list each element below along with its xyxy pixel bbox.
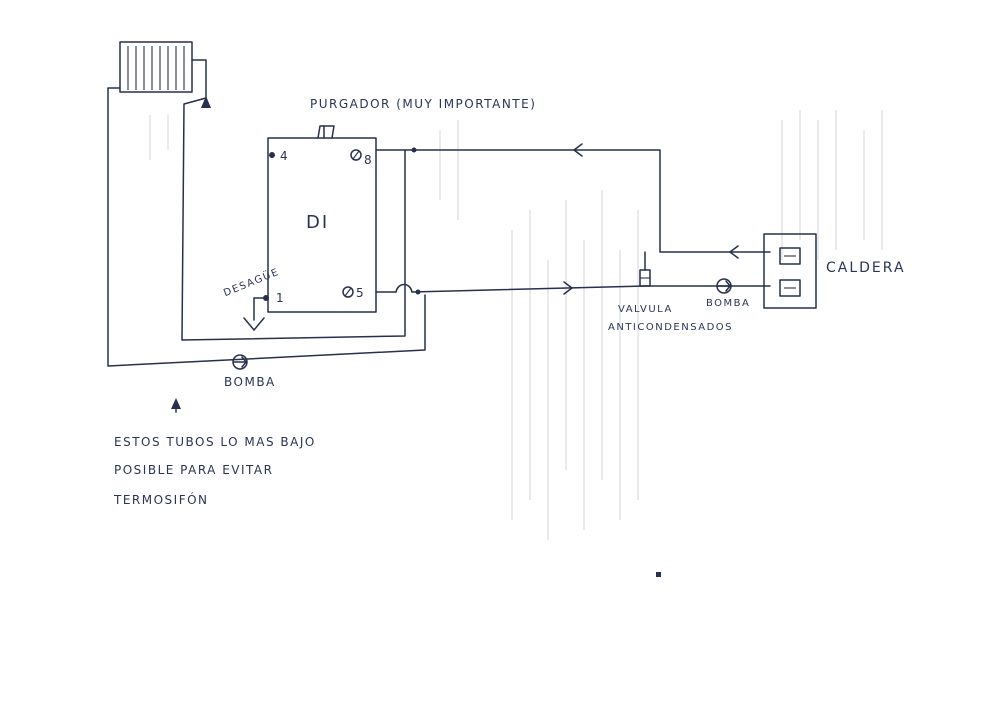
note-line-1: ESTOS TUBOS LO MAS BAJO (114, 435, 316, 449)
pump-left-icon (232, 354, 248, 370)
caldera-label: CALDERA (826, 260, 906, 276)
note-line-3: TERMOSIFÓN (113, 492, 209, 507)
bomba-right-label: BOMBA (706, 298, 750, 309)
boiler-pipes (375, 143, 771, 295)
port-8-label: 8 (364, 153, 373, 167)
port-1-label: 1 (276, 291, 285, 305)
note-arrow-icon (171, 398, 181, 409)
ink-spot (656, 572, 661, 577)
note-line-2: POSIBLE PARA EVITAR (114, 463, 273, 477)
flow-arrow-radiator (201, 96, 211, 108)
flow-arrow-return (573, 143, 583, 157)
radiator (119, 41, 193, 93)
desague-label: DESAGÜE (221, 265, 281, 299)
tank-label: DI (306, 212, 329, 233)
junction-dot-2 (415, 289, 421, 295)
radiator-pipes (107, 59, 426, 367)
purgador-label: PURGADOR (MUY IMPORTANTE) (310, 97, 536, 111)
port-4-label: 4 (280, 149, 289, 163)
port-8-symbol (350, 149, 362, 161)
drain-symbol (243, 297, 267, 331)
bleed-through-texture (149, 110, 883, 540)
valvula-label-1: VALVULA (618, 304, 673, 315)
pump-right-icon (716, 278, 732, 294)
flow-arrow-supply (563, 281, 573, 295)
flow-arrow-boiler-out (729, 245, 739, 259)
port-5-label: 5 (356, 286, 365, 300)
valvula-label-2: ANTICONDENSADOS (608, 322, 733, 333)
boiler (763, 233, 817, 309)
port-5-symbol (342, 286, 354, 298)
purgador-icon (317, 125, 335, 139)
tank-di (267, 125, 377, 313)
valve-anticondensados-icon (639, 251, 651, 287)
bomba-left-label: BOMBA (224, 375, 276, 389)
port-4-dot (269, 152, 275, 158)
junction-dot (411, 147, 417, 153)
